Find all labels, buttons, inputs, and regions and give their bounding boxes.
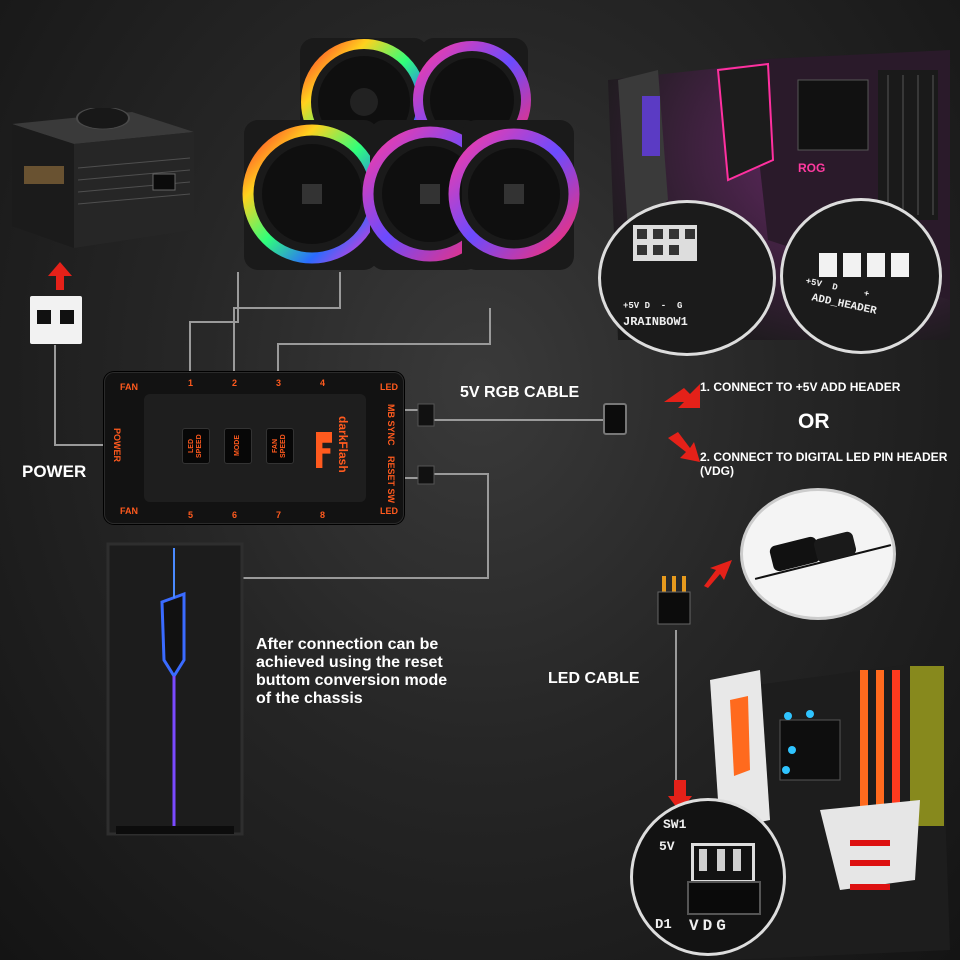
reset-connector [417, 465, 435, 485]
five-v-label: 5V [659, 839, 675, 854]
jrainbow-label: JRAINBOW1 [623, 315, 688, 329]
hub-mb-sync: MB SYNC [386, 404, 396, 446]
hub-led-top: LED [380, 382, 398, 392]
arrow-led-icon [704, 560, 732, 588]
fan-icon [242, 120, 382, 270]
mode-button[interactable]: MODE [224, 428, 252, 464]
note-line-1: After connection can be [256, 636, 439, 653]
reset-cable-zoom [740, 488, 896, 620]
hub-port-1: 1 [188, 378, 194, 388]
fan-icon [448, 120, 580, 270]
vdg-header-zoom: SW1 5V D1 VDG [630, 798, 786, 956]
arrow-up-icon [48, 262, 72, 290]
led-cable-label: LED CABLE [548, 670, 640, 687]
sw1-label: SW1 [663, 817, 687, 832]
jrainbow-zoom: +5V D - G JRAINBOW1 [598, 200, 776, 356]
hub-port-6: 6 [232, 510, 238, 520]
hub-brand: darkFlash [336, 416, 350, 473]
hub-port-4: 4 [320, 378, 326, 388]
or-label: OR [798, 410, 830, 433]
hub-port-5: 5 [188, 510, 194, 520]
note-text: After connection can be achieved using t… [256, 636, 447, 708]
led-cable-plug [657, 576, 691, 625]
option-2-label: 2. CONNECT TO DIGITAL LED PIN HEADER [700, 450, 948, 464]
d1-label: D1 [655, 917, 672, 933]
option-1-label: 1. CONNECT TO +5V ADD HEADER [700, 380, 901, 394]
hub-power-label: POWER [112, 428, 122, 463]
add-header-zoom: +5V D + ADD_HEADER [780, 198, 942, 354]
pc-chassis [106, 542, 244, 836]
hub-port-7: 7 [276, 510, 282, 520]
rgb-connector [417, 403, 435, 427]
rgb-fans [242, 38, 580, 270]
hub-fan-top: FAN [120, 382, 138, 392]
power-supply-unit [12, 108, 194, 248]
fan-speed-button[interactable]: FAN SPEED [266, 428, 294, 464]
mb1-brand: ROG [798, 161, 825, 175]
hub-port-8: 8 [320, 510, 326, 520]
option-2-sublabel: (VDG) [700, 464, 734, 478]
led-speed-button[interactable]: LED SPEED [182, 428, 210, 464]
hub-port-2: 2 [232, 378, 238, 388]
rgb-cable-label: 5V RGB CABLE [460, 384, 580, 401]
vdg-label: VDG [689, 917, 730, 935]
hub-reset-sw: RESET SW [386, 456, 396, 504]
hub-fan-bottom: FAN [120, 506, 138, 516]
note-line-2: achieved using the reset [256, 654, 443, 671]
arrow-right-icon [664, 384, 700, 408]
controller-hub: FAN FAN LED LED POWER 1 2 3 4 5 6 7 8 LE… [104, 372, 404, 524]
power-connector [30, 296, 82, 344]
power-label: POWER [22, 462, 87, 481]
hub-led-bottom: LED [380, 506, 398, 516]
note-line-3: buttom conversion mode [256, 672, 448, 689]
rgb-plug [603, 403, 627, 435]
jrainbow-pins: +5V D - G [623, 301, 683, 311]
arrow-down-right-icon [668, 432, 700, 462]
hub-port-3: 3 [276, 378, 282, 388]
note-line-4: of the chassis [256, 690, 363, 707]
